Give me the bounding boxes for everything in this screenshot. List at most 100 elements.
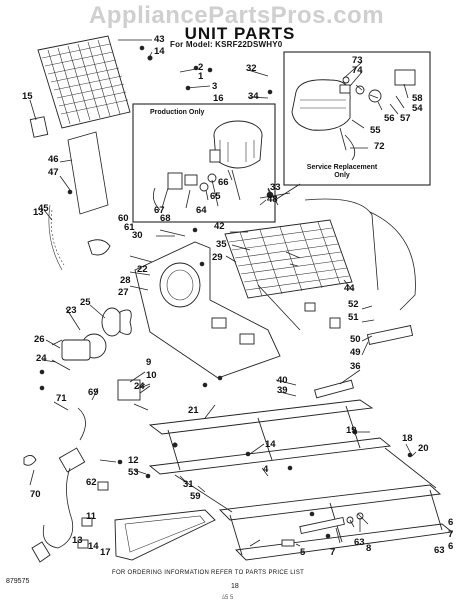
callout-3: 3 [212,81,218,92]
callout-14: 14 [154,46,165,57]
callout-53: 53 [128,467,139,478]
callout-60: 60 [118,213,129,224]
callout-63: 63 [354,537,365,548]
fan-motor-assembly [51,307,132,371]
callout-46: 46 [48,154,59,165]
bottom-mark: ﾑ5 5 [222,595,234,601]
callout-14: 14 [265,439,276,450]
document-number: 879575 [6,578,30,585]
callout-59: 59 [190,491,201,502]
callout-25: 25 [80,297,91,308]
callout-18: 18 [402,433,413,444]
callout-27: 27 [118,287,129,298]
callout-28: 28 [120,275,131,286]
condenser-coil [37,35,131,129]
fasteners [39,45,413,539]
callout-20: 20 [418,443,429,454]
callout-14: 14 [88,541,99,552]
callout-39: 39 [277,385,288,396]
overload-part [184,174,198,186]
callout-69: 69 [88,387,99,398]
condenser-duct [67,131,109,215]
callout-6: 6 [448,517,454,528]
callout-26: 26 [34,334,45,345]
callout-42: 42 [214,221,225,232]
callout-43: 43 [154,34,165,45]
relay-part-67 [167,172,183,190]
callout-2: 2 [198,62,204,73]
production-only-label: Production Only [150,109,205,116]
callout-32: 32 [246,63,257,74]
callout-56: 56 [384,113,395,124]
compressor-production [209,120,263,169]
callout-4: 4 [263,464,269,475]
callout-74: 74 [352,65,363,76]
evaporator-coil [224,219,353,299]
callout-45: 45 [38,203,49,214]
callout-40: 40 [277,375,288,386]
callout-31: 31 [183,479,194,490]
production-only-box [132,103,276,223]
coil-clip [29,116,49,138]
callout-65: 65 [210,191,221,202]
callout-49: 49 [350,347,361,358]
callout-48: 48 [267,194,278,205]
callout-47: 47 [48,167,59,178]
callout-50: 50 [350,334,361,345]
grommet-66 [199,182,209,192]
power-plug [31,541,51,563]
service-replacement-line2: Only [334,172,350,179]
model-label: For Model: [170,40,213,49]
callout-22: 22 [137,264,148,275]
callout-21: 21 [188,405,199,416]
page-title: UNIT PARTS [184,24,296,43]
callout-58: 58 [412,93,423,104]
callout-7: 7 [448,529,454,540]
callout-35: 35 [216,239,227,250]
callout-57: 57 [400,113,411,124]
page-number: 18 [231,583,239,590]
callout-19: 19 [346,425,357,436]
callout-72: 72 [374,141,385,152]
callout-70: 70 [30,489,41,500]
callout-61: 61 [124,222,135,233]
callout-71: 71 [56,393,67,404]
leader-lines [29,39,417,547]
callout-55: 55 [370,125,381,136]
condenser-fan-bracket [117,379,141,401]
callout-13: 13 [33,207,44,218]
callout-5: 5 [300,547,306,558]
callout-51: 51 [348,312,359,323]
callout-44: 44 [344,283,355,294]
callout-23: 23 [66,305,77,316]
callout-30: 30 [132,230,143,241]
callout-11: 11 [86,511,97,522]
callout-63: 63 [434,545,445,556]
callout-52: 52 [348,299,359,310]
callout-29: 29 [212,252,223,263]
callout-17: 17 [100,547,111,558]
ordering-note: FOR ORDERING INFORMATION REFER TO PARTS … [112,570,305,576]
callout-24: 24 [134,381,145,392]
slide-rail-63 [299,516,345,535]
callout-73: 73 [352,55,363,66]
callout-33: 33 [270,182,281,193]
callout-62: 62 [86,477,97,488]
relay-service-58 [394,69,416,86]
callout-66: 66 [218,177,229,188]
base-frame [148,399,454,561]
callout-34: 34 [248,91,259,102]
model-line: For Model: KSRF22DSWHY0 [170,40,282,49]
callout-10: 10 [146,370,157,381]
service-replacement-box [283,51,431,186]
callout-16: 16 [213,93,224,104]
fan-shroud-plate [134,241,281,379]
callout-54: 54 [412,103,423,114]
callout-7: 7 [330,547,336,558]
model-number: KSRF22DSWHY0 [215,40,283,49]
heater-block-69 [58,447,86,473]
drain-trough-49 [366,325,414,345]
callout-1: 1 [198,71,204,82]
